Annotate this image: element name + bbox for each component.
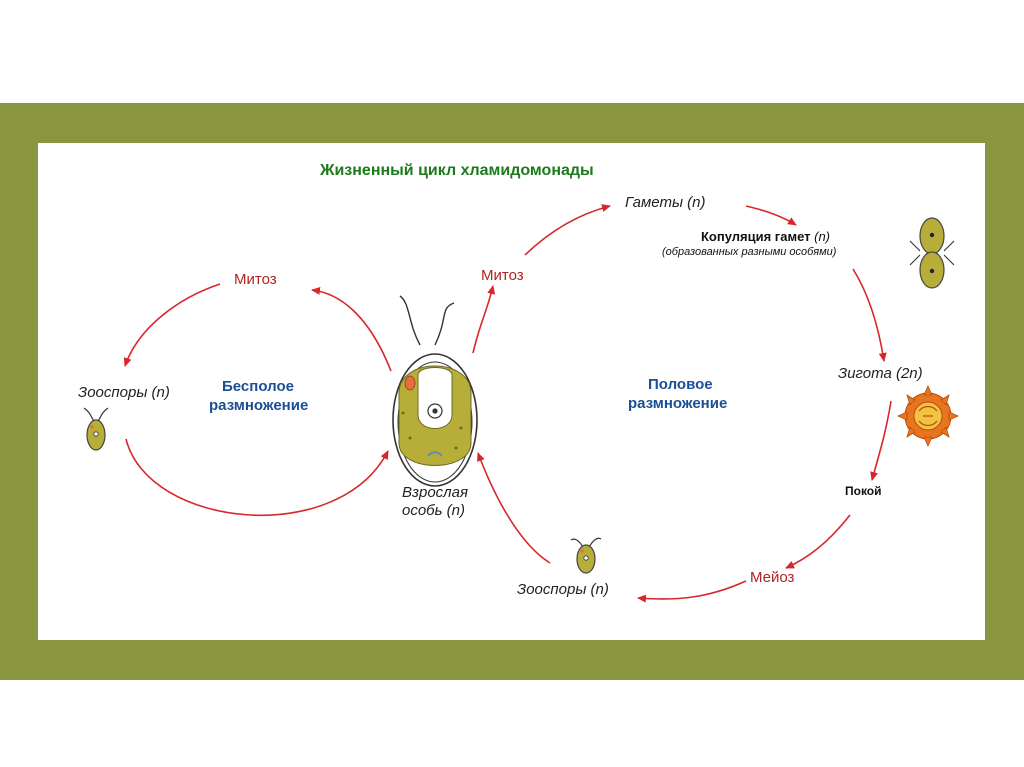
label-mitosis-right: Митоз: [481, 267, 524, 284]
label-mitosis-left: Митоз: [234, 271, 277, 288]
label-copulation-ploidy: (n): [814, 229, 831, 244]
label-sexual-line2: размножение: [628, 395, 728, 412]
arrow-adult-to-mitosis-left: [311, 286, 392, 372]
label-asexual-line1: Бесполое: [222, 378, 294, 395]
arrow-adult-to-mitosis-right: [472, 285, 496, 354]
arrow-copulation-to-zygote: [852, 268, 887, 362]
label-sexual-line1: Половое: [648, 376, 713, 393]
zygote-icon: [897, 385, 959, 447]
life-cycle-diagram: [83, 204, 959, 603]
arrow-mitosis-to-gametes: [524, 204, 611, 256]
label-adult-line1: Взрослая: [402, 484, 468, 501]
adult-cell-icon: [392, 295, 478, 487]
arrow-zoospores-to-adult-left: [125, 438, 389, 517]
zoospore-icon: [83, 407, 109, 451]
diagram-title: Жизненный цикл хламидомонады: [320, 162, 594, 179]
label-copulation: Копуляция гамет (n): [701, 230, 830, 243]
zoospore-icon: [570, 537, 602, 574]
label-zoospores-bottom: Зооспоры (n): [517, 581, 609, 598]
label-adult-line2: особь (n): [402, 502, 466, 519]
label-meiosis: Мейоз: [750, 569, 795, 586]
diagram-panel: Жизненный цикл хламидомонады Митоз Митоз…: [38, 143, 985, 640]
arrow-zygote-to-rest: [870, 400, 892, 481]
gamete-pair-icon: [909, 217, 955, 289]
label-zygote: Зигота (2n): [838, 365, 923, 382]
arrow-meiosis-to-zoospores: [637, 580, 747, 603]
label-zoospores-left: Зооспоры (n): [78, 384, 170, 401]
label-gametes: Гаметы (n): [625, 194, 706, 211]
label-rest: Покой: [845, 484, 882, 498]
arrow-rest-to-meiosis: [785, 514, 851, 569]
label-copulation-note: (образованных разными особями): [662, 246, 837, 258]
arrow-zoospores-to-adult-bottom: [477, 452, 551, 564]
arrow-gametes-to-copulation: [745, 205, 797, 226]
label-asexual-line2: размножение: [209, 397, 309, 414]
arrow-mitosis-to-zoospores-left: [123, 283, 221, 367]
label-copulation-text: Копуляция гамет: [701, 229, 811, 244]
